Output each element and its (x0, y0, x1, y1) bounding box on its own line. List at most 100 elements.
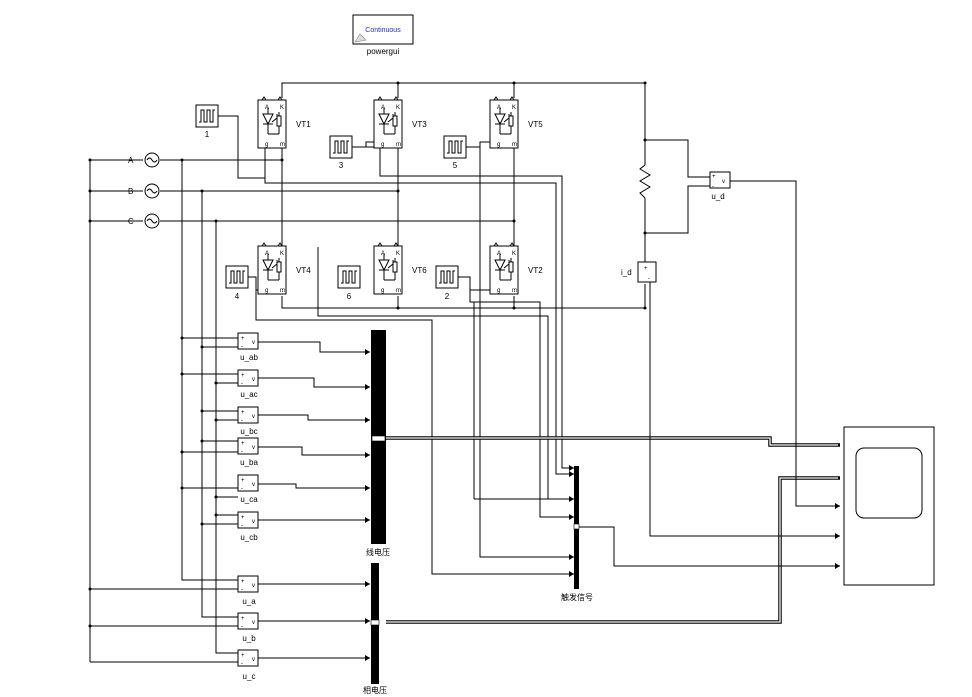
port-out: v (252, 519, 255, 525)
port-m: m (396, 288, 401, 294)
vt2-label: VT2 (528, 266, 543, 275)
port-g: g (381, 288, 384, 294)
port-a: A (381, 251, 385, 257)
source-a-label: A (128, 156, 134, 165)
uac-label: u_ac (240, 390, 257, 399)
powergui-label: powergui (367, 47, 400, 56)
mux-trigger[interactable]: 触发信号 (561, 466, 593, 602)
pulse-6[interactable]: 6 (337, 265, 361, 301)
junctions (88, 81, 647, 628)
uca-label: u_ca (240, 495, 258, 504)
port-minus: - (241, 523, 243, 529)
voltage-meter-ucb[interactable]: + - v u_cb (237, 511, 259, 542)
port-plus: + (241, 515, 245, 521)
port-a: A (265, 105, 269, 111)
pulse-5[interactable]: 5 (443, 135, 467, 170)
pulse-2[interactable]: 2 (435, 265, 459, 301)
voltage-meter-ua[interactable]: + - v u_a (237, 575, 259, 606)
vt5-label: VT5 (528, 120, 543, 129)
source-b-label: B (128, 187, 133, 196)
pulse-4[interactable]: 4 (225, 265, 249, 301)
thyristor-vt6[interactable]: A K g m VT6 (373, 242, 427, 295)
voltage-meter-uac[interactable]: + - v u_ac (237, 369, 259, 399)
powergui-block[interactable]: Continuous powergui (352, 14, 414, 56)
source-c-label: C (128, 217, 134, 226)
port-plus: + (241, 653, 245, 659)
uc-label: u_c (243, 672, 256, 681)
port-minus: - (241, 486, 243, 492)
port-minus: - (241, 624, 243, 630)
port-g: g (497, 142, 500, 148)
vt3-label: VT3 (412, 120, 427, 129)
phase-voltage-label: 相电压 (363, 685, 387, 695)
port-k: K (512, 251, 516, 257)
port-a: A (381, 105, 385, 111)
port-minus: - (241, 418, 243, 424)
current-meter-id[interactable]: + - i_d (621, 261, 657, 283)
ua-label: u_a (242, 597, 256, 606)
pulse-6-label: 6 (347, 292, 352, 301)
port-minus: - (648, 276, 650, 282)
mux-line-voltage[interactable]: 线电压 (366, 330, 390, 557)
port-out: v (252, 482, 255, 488)
port-plus: + (241, 373, 245, 379)
port-g: g (497, 288, 500, 294)
port-out: v (722, 179, 725, 185)
ub-label: u_b (242, 634, 256, 643)
ud-label: u_d (711, 192, 724, 201)
mux-phase-voltage[interactable]: 相电压 (363, 563, 387, 695)
trigger-label: 触发信号 (561, 592, 593, 602)
thyristor-vt1[interactable]: A K g m VT1 (257, 96, 311, 149)
port-g: g (265, 142, 268, 148)
voltage-meter-uca[interactable]: + - v u_ca (237, 474, 259, 504)
pulse-1-label: 1 (205, 130, 210, 139)
scope[interactable] (843, 426, 935, 586)
port-a: A (265, 251, 269, 257)
line-voltage-label: 线电压 (366, 547, 390, 557)
port-m: m (396, 142, 401, 148)
source-b[interactable]: B (128, 183, 160, 199)
pulse-3-label: 3 (339, 161, 344, 170)
uba-label: u_ba (240, 458, 258, 467)
ucb-label: u_cb (240, 533, 258, 542)
voltage-meter-ubc[interactable]: + - v u_bc (237, 406, 259, 436)
voltage-meter-ud[interactable]: + - v u_d (709, 171, 731, 201)
source-a[interactable]: A (128, 152, 160, 168)
port-g: g (265, 288, 268, 294)
port-m: m (280, 142, 285, 148)
pulse-3[interactable]: 3 (329, 135, 353, 170)
port-g: g (381, 142, 384, 148)
port-k: K (396, 105, 400, 111)
port-out: v (252, 583, 255, 589)
port-plus: + (712, 174, 716, 180)
thyristor-vt2[interactable]: A K g m VT2 (489, 242, 543, 295)
powergui-icon (354, 33, 367, 43)
port-m: m (512, 142, 517, 148)
thyristor-vt3[interactable]: A K g m VT3 (373, 96, 427, 149)
port-a: A (497, 105, 501, 111)
power-wires (89, 82, 710, 663)
port-m: m (280, 288, 285, 294)
port-minus: - (241, 449, 243, 455)
port-plus: + (644, 266, 648, 272)
voltage-meter-ub[interactable]: + - v u_b (237, 612, 259, 643)
pulse-5-label: 5 (453, 161, 458, 170)
voltage-meter-uab[interactable]: + - v u_ab (237, 332, 259, 362)
port-minus: - (241, 381, 243, 387)
load-resistor[interactable] (639, 138, 651, 235)
source-c[interactable]: C (128, 213, 160, 229)
port-minus: - (241, 587, 243, 593)
voltage-meter-uba[interactable]: + - v u_ba (237, 437, 259, 467)
port-plus: + (241, 579, 245, 585)
pulse-1[interactable]: 1 (195, 104, 219, 139)
id-label: i_d (621, 268, 632, 277)
thyristor-vt5[interactable]: A K g m VT5 (489, 96, 543, 149)
port-minus: - (712, 184, 714, 190)
port-plus: + (241, 441, 245, 447)
port-k: K (280, 105, 284, 111)
powergui-mode: Continuous (365, 27, 401, 34)
voltage-meter-uc[interactable]: + - v u_c (237, 649, 259, 681)
port-k: K (512, 105, 516, 111)
port-plus: + (241, 336, 245, 342)
thyristor-vt4[interactable]: A K g m VT4 (257, 242, 311, 295)
